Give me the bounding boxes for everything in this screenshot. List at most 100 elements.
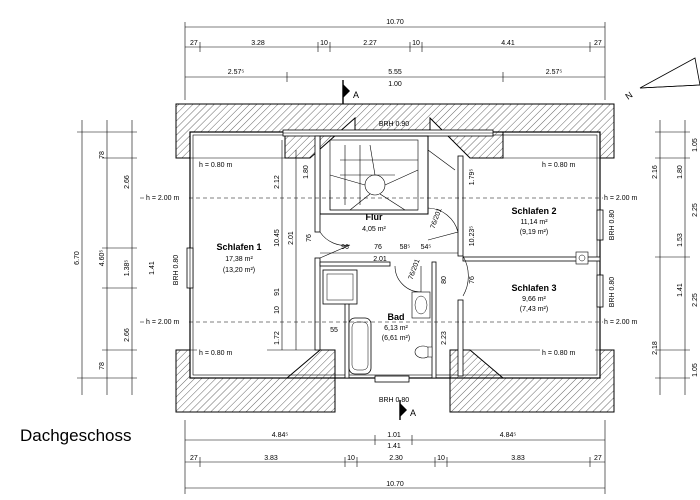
left-dimensions: 6.70 4.60⁵ 78 2.66 1.38⁵ 2.66 78 1.41 xyxy=(74,120,156,395)
room-schlafen1-area2: (13,20 m²) xyxy=(223,267,255,274)
svg-text:1.80: 1.80 xyxy=(303,165,310,179)
inner-dimensions: 2.12 1.80 2.01 10.45 91 10 1.72 96 76 58… xyxy=(274,140,476,350)
side-windows: BRH 0.80 BRH 0.80 BRH 0.80 xyxy=(173,209,616,308)
left-mid-dim: 4.60⁵ xyxy=(99,250,106,267)
plan-title: Dachgeschoss xyxy=(20,426,132,445)
svg-text:1.79⁵: 1.79⁵ xyxy=(469,169,476,186)
top-dim-row2-2: 5.55 xyxy=(388,69,402,76)
svg-text:2.12: 2.12 xyxy=(274,175,281,189)
room-bad-area2: (6,61 m²) xyxy=(382,335,410,342)
interior-walls xyxy=(314,135,601,379)
svg-text:1.41: 1.41 xyxy=(387,443,401,450)
height-080-1: h = 0.80 m xyxy=(199,162,232,169)
height-080-3: h = 0.80 m xyxy=(199,350,232,357)
height-080-4: h = 0.80 m xyxy=(542,350,575,357)
svg-text:55: 55 xyxy=(330,327,338,334)
top-dim-2: 3.28 xyxy=(251,40,265,47)
svg-text:1.80: 1.80 xyxy=(677,165,684,179)
top-dim-5: 10 xyxy=(412,40,420,47)
room-schlafen2-area: 11,14 m² xyxy=(520,219,548,226)
height-200-2: h = 2.00 m xyxy=(146,319,179,326)
shower-tray xyxy=(322,269,358,305)
svg-text:1.53: 1.53 xyxy=(677,233,684,247)
brh-right-label-2: BRH 0.80 xyxy=(609,277,616,307)
bottom-window: BRH 0.80 xyxy=(374,375,410,404)
washbasin xyxy=(411,291,431,319)
svg-text:10: 10 xyxy=(437,455,445,462)
north-arrow-icon: N xyxy=(623,57,700,102)
section-mark-top: A xyxy=(342,80,359,104)
room-flur-area: 4,05 m² xyxy=(362,226,386,233)
height-080-2: h = 0.80 m xyxy=(542,162,575,169)
bottom-total-dim: 10.70 xyxy=(386,481,404,488)
svg-text:27: 27 xyxy=(594,455,602,462)
height-lines: h = 0.80 m h = 0.80 m h = 0.80 m h = 0.8… xyxy=(140,160,645,357)
staircase xyxy=(329,139,456,211)
svg-text:2.16: 2.16 xyxy=(652,165,659,179)
top-dim-row2-3: 2.57⁵ xyxy=(546,69,563,76)
svg-text:27: 27 xyxy=(190,455,198,462)
svg-text:91: 91 xyxy=(274,288,281,296)
top-dim-7: 27 xyxy=(594,40,602,47)
brh-bottom-label: BRH 0.80 xyxy=(379,397,409,404)
svg-text:76: 76 xyxy=(374,244,382,251)
top-dimensions: 10.70 27 3.28 10 2.27 10 4.41 27 2.57⁵ 5… xyxy=(184,19,606,100)
height-200-3: h = 2.00 m xyxy=(604,195,637,202)
top-total-dim: 10.70 xyxy=(386,19,404,26)
svg-text:N: N xyxy=(623,90,634,102)
room-schlafen3-area2: (7,43 m²) xyxy=(520,306,548,313)
svg-text:4.84⁵: 4.84⁵ xyxy=(272,432,289,439)
svg-text:76/201: 76/201 xyxy=(408,258,422,281)
room-labels: Flur 4,05 m² Bad 6,13 m² (6,61 m²) Schla… xyxy=(216,206,556,342)
room-bad-name: Bad xyxy=(387,312,404,322)
svg-text:2.25: 2.25 xyxy=(692,293,699,307)
svg-text:78: 78 xyxy=(99,151,106,159)
svg-text:10: 10 xyxy=(274,306,281,314)
bathtub xyxy=(348,317,372,375)
room-flur-name: Flur xyxy=(366,212,383,222)
room-schlafen1-area: 17,38 m² xyxy=(225,256,253,263)
brh-top-label: BRH 0.90 xyxy=(379,121,409,128)
room-schlafen2-name: Schlafen 2 xyxy=(511,206,556,216)
svg-text:1.72: 1.72 xyxy=(274,331,281,345)
svg-text:78: 78 xyxy=(99,362,106,370)
svg-text:2.23: 2.23 xyxy=(441,331,448,345)
svg-text:2.01: 2.01 xyxy=(373,256,387,263)
svg-text:1.01: 1.01 xyxy=(387,432,401,439)
svg-text:96: 96 xyxy=(341,244,349,251)
svg-text:1.41: 1.41 xyxy=(149,261,156,275)
chimney xyxy=(575,251,589,265)
top-dim-1: 27 xyxy=(190,40,198,47)
svg-text:58⁵: 58⁵ xyxy=(400,244,411,251)
svg-text:76/201: 76/201 xyxy=(430,207,444,230)
svg-text:10: 10 xyxy=(347,455,355,462)
svg-text:76: 76 xyxy=(469,276,476,284)
brh-right-label-1: BRH 0.80 xyxy=(609,210,616,240)
svg-text:10.45: 10.45 xyxy=(274,229,281,247)
height-200-4: h = 2.00 m xyxy=(604,319,637,326)
svg-text:1.38⁵: 1.38⁵ xyxy=(124,260,131,277)
right-dimensions: 1.05 2.16 1.80 2.25 1.53 1.41 2.25 2.18 … xyxy=(652,120,699,395)
svg-text:1.05: 1.05 xyxy=(692,363,699,377)
svg-text:2.25: 2.25 xyxy=(692,203,699,217)
svg-text:10.23⁵: 10.23⁵ xyxy=(469,226,476,247)
svg-text:2.30: 2.30 xyxy=(389,455,403,462)
svg-text:4.84⁵: 4.84⁵ xyxy=(500,432,517,439)
svg-text:3.83: 3.83 xyxy=(511,455,525,462)
bottom-dimensions: 4.84⁵ 1.01 4.84⁵ 1.41 27 3.83 10 2.30 10… xyxy=(184,420,606,494)
svg-text:2.01: 2.01 xyxy=(288,231,295,245)
svg-text:54⁵: 54⁵ xyxy=(421,244,432,251)
svg-text:2.66: 2.66 xyxy=(124,175,131,189)
svg-text:A: A xyxy=(410,408,416,418)
svg-text:2.18: 2.18 xyxy=(652,341,659,355)
room-schlafen1-name: Schlafen 1 xyxy=(216,242,261,252)
svg-text:3.83: 3.83 xyxy=(264,455,278,462)
svg-text:76: 76 xyxy=(306,234,313,242)
svg-text:A: A xyxy=(353,90,359,100)
svg-text:1.05: 1.05 xyxy=(692,138,699,152)
room-schlafen3-name: Schlafen 3 xyxy=(511,283,556,293)
section-mark-bottom: A xyxy=(399,400,416,420)
top-dim-4: 2.27 xyxy=(363,40,377,47)
left-outer-dim: 6.70 xyxy=(74,251,81,265)
